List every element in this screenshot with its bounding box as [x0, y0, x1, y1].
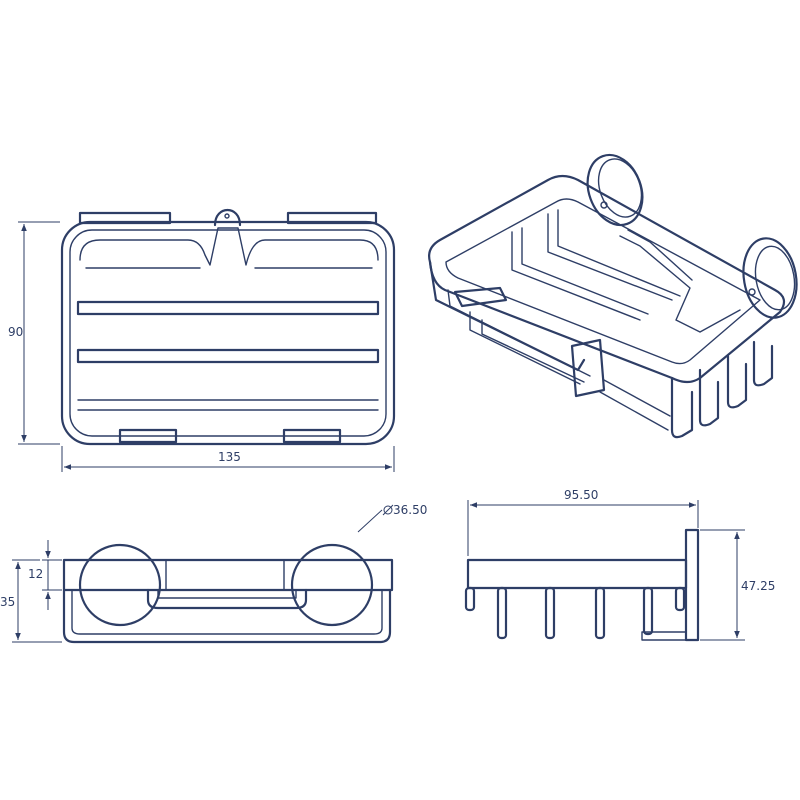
front-view: 36.50 12 35: [0, 503, 427, 644]
prong: [674, 586, 686, 612]
suction-cup-left: [78, 543, 162, 627]
dim-label-diameter: 36.50: [393, 503, 427, 517]
dim-label-rim-height: 12: [28, 567, 43, 581]
top-view: 90 135: [8, 209, 396, 472]
prong: [544, 586, 556, 640]
slat-2: [76, 348, 380, 364]
dim-label-top-width: 135: [218, 450, 241, 464]
dim-leader-diameter: [357, 509, 383, 533]
slat-1: [76, 300, 380, 316]
dim-label-top-height: 90: [8, 325, 23, 339]
prong: [594, 586, 606, 640]
diameter-symbol: [383, 505, 393, 515]
bottom-clip-right: [282, 428, 342, 444]
dim-label-side-height: 47.25: [741, 579, 775, 593]
wall-plate: [684, 528, 700, 642]
bottom-clip-left: [118, 428, 178, 444]
suction-cup-right: [742, 237, 798, 319]
front-top-bar: [62, 558, 394, 592]
prong: [464, 586, 476, 612]
front-clip-right: [570, 338, 606, 398]
suction-cup-right-front: [290, 543, 374, 627]
front-clip-left: [453, 286, 508, 308]
dim-label-side-depth: 95.50: [564, 488, 598, 502]
hang-hook: [213, 209, 242, 227]
side-view: 95.50 47.25: [464, 488, 775, 642]
dim-label-front-height: 35: [0, 595, 15, 609]
prong: [496, 586, 508, 640]
isometric-view: [428, 153, 798, 439]
prong: [642, 586, 654, 636]
basket-rim: [428, 174, 786, 384]
side-top-bar: [466, 558, 688, 590]
outer-frame: [60, 220, 396, 446]
